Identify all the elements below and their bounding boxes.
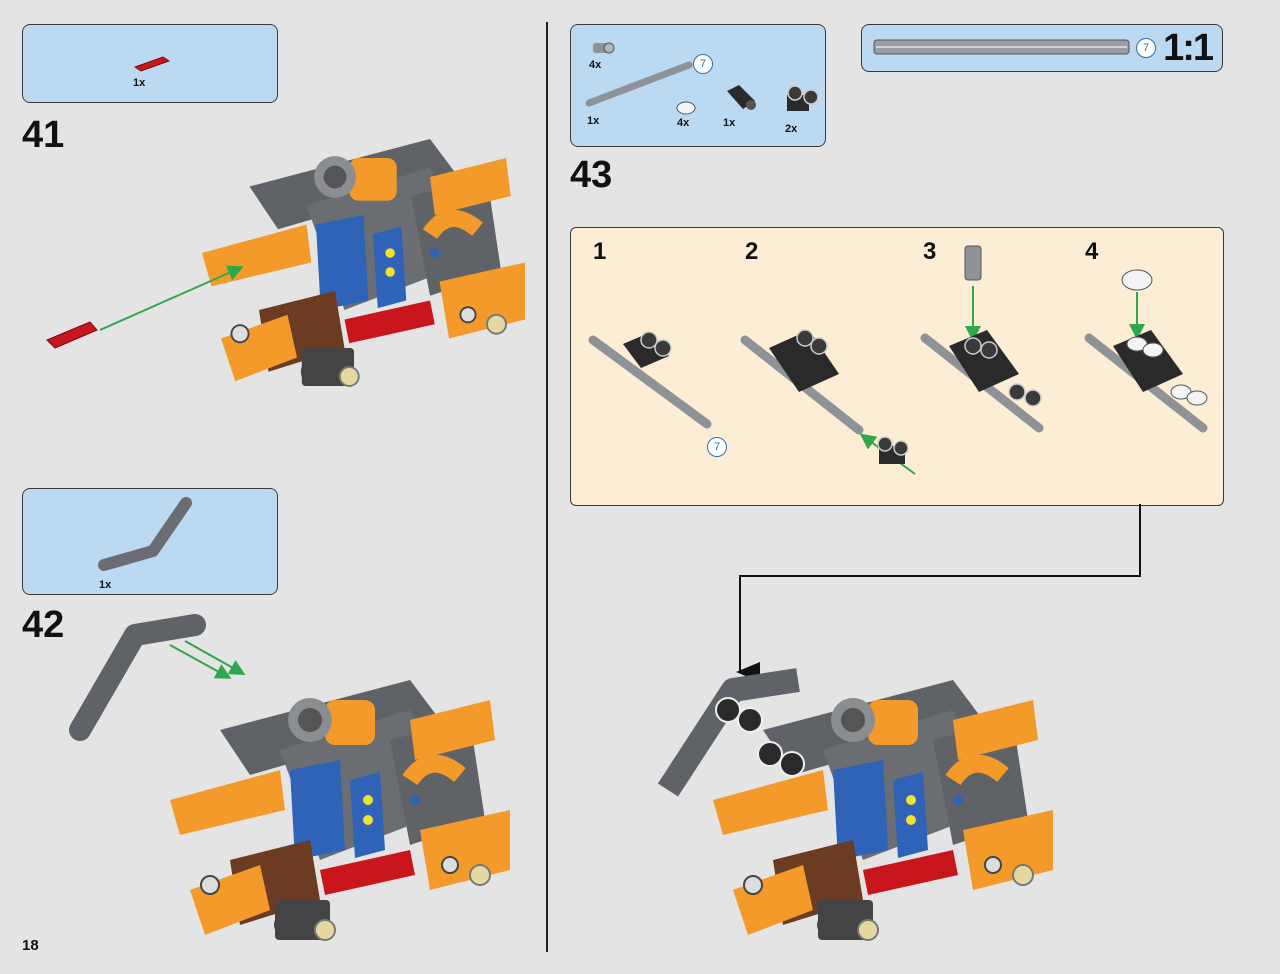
step-number: 43	[570, 154, 613, 196]
step-number: 42	[22, 604, 65, 646]
substep-number: 3	[923, 238, 937, 265]
parts-qty: 1x	[133, 77, 146, 89]
substep2-assembly	[740, 329, 916, 475]
substep3-assembly	[920, 245, 1044, 433]
page-number: 18	[22, 937, 39, 954]
axle-icon	[585, 61, 693, 107]
substep-callout: 1 2 3 4 7	[570, 227, 1224, 506]
black-connector-icon	[727, 85, 756, 110]
parts-qty: 1x	[587, 115, 600, 127]
round-tile-icon	[676, 101, 696, 115]
substep-number: 2	[745, 238, 759, 265]
bent-liftarm-icon	[98, 497, 192, 571]
substep-number: 1	[593, 238, 607, 265]
scale-reference-box: 7 1:1	[861, 24, 1223, 72]
red-axle-pin-icon	[133, 56, 171, 72]
substep1-assembly	[588, 331, 712, 429]
substep4-assembly	[1084, 269, 1208, 433]
parts-qty: 4x	[677, 117, 690, 129]
step-number: 41	[22, 114, 65, 156]
step42-parts-box: 1x	[22, 488, 278, 595]
column-divider	[546, 22, 548, 952]
step43-parts-box: 4x 7 1x 4x 1x 2x	[570, 24, 826, 147]
step41-parts-box: 1x	[22, 24, 278, 103]
substep-number: 4	[1085, 238, 1099, 265]
step42-model	[95, 660, 525, 960]
scale-label: 1:1	[1163, 27, 1214, 69]
bent-liftarm-insert	[69, 614, 246, 741]
gray-bush-icon	[593, 42, 615, 54]
step41-insertion-arrow	[46, 265, 244, 349]
parts-qty: 1x	[723, 117, 736, 129]
scale-length-badge: 7	[1136, 38, 1156, 58]
red-axle-pin-icon	[46, 321, 98, 349]
callout-connector-arrow	[736, 504, 1141, 682]
step43-model	[657, 668, 1068, 960]
axle-length-badge: 7	[707, 437, 727, 457]
parts-qty: 4x	[589, 59, 602, 71]
cross-block-icon	[787, 85, 819, 111]
parts-qty: 2x	[785, 123, 798, 135]
axle-scale-icon	[873, 39, 1130, 55]
parts-qty: 1x	[99, 579, 112, 591]
axle-length-badge: 7	[693, 54, 713, 74]
